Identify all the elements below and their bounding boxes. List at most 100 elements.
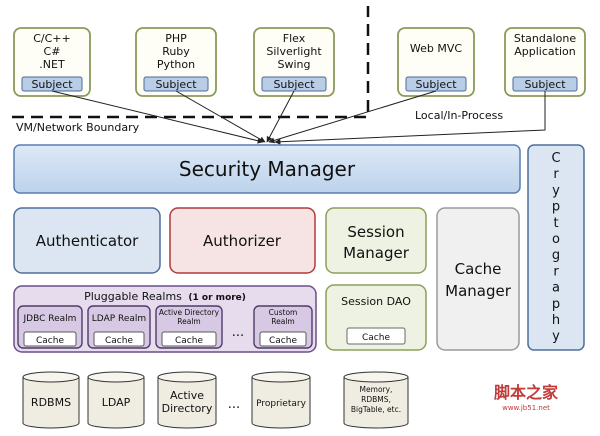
datastore-cylinder: Memory,RDBMS,BigTable, etc. <box>343 371 409 429</box>
client-label: Application <box>514 45 575 58</box>
datastore-ellipsis: ... <box>228 397 240 412</box>
subject-label: Subject <box>155 78 197 91</box>
realm-cache-box <box>259 331 307 347</box>
client-label: Silverlight <box>266 45 322 58</box>
client-label: Python <box>157 58 195 71</box>
cryptography-box <box>527 144 585 351</box>
subject-label: Subject <box>415 78 457 91</box>
client-label: PHP <box>165 32 187 45</box>
client-box: Web MVC Subject <box>397 27 475 97</box>
realm-label: Realm <box>271 317 294 326</box>
authorizer-box <box>169 207 316 274</box>
watermark-url: www.jb51.net <box>502 404 550 412</box>
cache-manager-box <box>436 207 520 351</box>
datastore-label: Memory, <box>360 385 393 394</box>
pluggable-realms-note: (1 or more) <box>188 293 245 303</box>
subject-arrows <box>51 90 546 145</box>
vm-network-boundary-label: VM/Network Boundary <box>16 121 140 134</box>
datastore-label: Proprietary <box>256 399 306 409</box>
client-label: Flex <box>283 32 306 45</box>
session-manager-box <box>325 207 427 274</box>
watermark-text: 脚本之家 <box>494 383 559 402</box>
client-label: Web MVC <box>410 42 462 55</box>
session-dao-label: Session DAO <box>341 295 411 308</box>
client-label: Swing <box>278 58 311 71</box>
cylinder-top <box>22 371 80 383</box>
subject-label: Subject <box>31 78 73 91</box>
cylinder-top <box>343 371 409 383</box>
authorizer-label: Authorizer <box>203 232 282 250</box>
subject-arrow <box>175 90 266 143</box>
session-manager-label: Session <box>347 223 404 241</box>
client-label: C/C++ <box>33 32 71 45</box>
client-label: Ruby <box>162 45 190 58</box>
datastore-label: BigTable, etc. <box>351 405 401 414</box>
cylinder-top <box>157 371 217 383</box>
security-manager-label: Security Manager <box>179 157 356 181</box>
realm-label: Realm <box>177 317 200 326</box>
realm-label: Active Directory <box>159 308 220 317</box>
datastore-label: Active <box>170 389 204 402</box>
session-dao-cache-label: Cache <box>362 333 390 343</box>
cache-manager-label-2: Manager <box>445 282 512 300</box>
client-label: C# <box>44 45 61 58</box>
subject-label: Subject <box>524 78 566 91</box>
cylinder-top <box>251 371 311 383</box>
subject-arrow <box>274 91 546 145</box>
client-label: .NET <box>39 58 65 71</box>
datastore-label: Directory <box>162 402 213 415</box>
authenticator-label: Authenticator <box>36 232 139 250</box>
client-label: Standalone <box>514 32 576 45</box>
local-in-process-label: Local/In-Process <box>415 109 503 122</box>
authenticator-box <box>13 207 161 274</box>
pluggable-realms-title: Pluggable Realms (1 or more) <box>84 290 246 303</box>
subject-arrow <box>266 90 295 143</box>
client-boxes: C/C++C#.NETSubjectPHPRubyPythonSubjectFl… <box>13 27 586 97</box>
cylinder-top <box>87 371 145 383</box>
datastore-label: RDBMS <box>31 396 71 409</box>
cylinder-body <box>157 377 217 429</box>
vm-network-boundary-line <box>12 6 370 119</box>
cache-manager-label: Cache <box>455 260 502 278</box>
realm-cache-label: Cache <box>269 336 297 346</box>
subject-arrow <box>51 90 264 144</box>
datastore-label: LDAP <box>102 396 131 409</box>
realm-label: Custom <box>269 308 298 317</box>
cylinder-body <box>22 377 80 429</box>
client-box: C/C++C#.NET Subject <box>13 27 91 97</box>
realm-cache-label: Cache <box>105 336 133 346</box>
cylinder-body <box>251 377 311 429</box>
security-manager-box <box>13 144 521 194</box>
realm-cache-box <box>93 331 145 347</box>
datastore-cylinder: Proprietary <box>251 371 311 429</box>
subject-arrow <box>268 90 437 144</box>
realm-label: JDBC Realm <box>23 314 77 324</box>
realm-cache-box <box>23 331 77 347</box>
datastore-cylinder: RDBMS <box>22 371 80 429</box>
datastore-cylinder: LDAP <box>87 371 145 429</box>
realm-label: LDAP Realm <box>92 314 146 324</box>
pluggable-realms-title-text: Pluggable Realms <box>84 290 182 303</box>
subject-label: Subject <box>273 78 315 91</box>
realm-cache-box <box>161 331 217 347</box>
session-manager-label-2: Manager <box>343 244 410 262</box>
cylinder-body <box>87 377 145 429</box>
realm-cache-label: Cache <box>175 336 203 346</box>
session-dao-cache-box <box>346 327 406 345</box>
realm-cache-label: Cache <box>36 336 64 346</box>
realms-ellipsis: ... <box>232 325 244 340</box>
datastore-label: RDBMS, <box>361 395 391 404</box>
cylinder-body <box>343 377 409 429</box>
